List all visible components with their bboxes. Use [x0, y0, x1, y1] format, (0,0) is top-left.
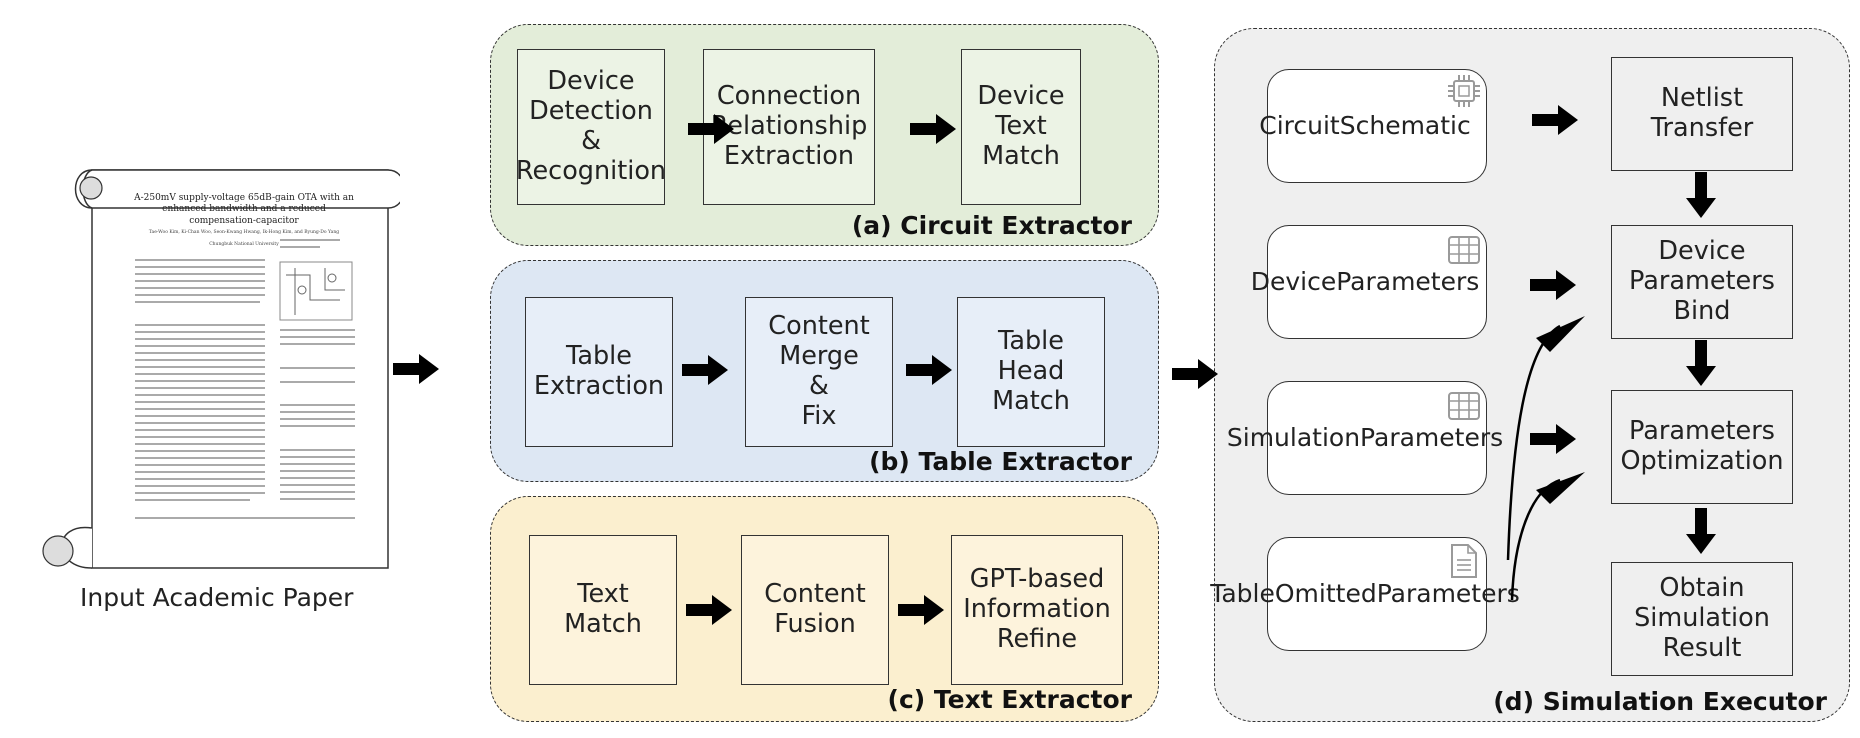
step-line: Extraction [533, 371, 665, 401]
input-line: Parameters [1336, 267, 1480, 296]
step-line: Match [564, 609, 642, 639]
input-line: Circuit [1259, 111, 1340, 140]
step-line: Transfer [1650, 113, 1754, 143]
step-line: Device [1658, 236, 1746, 267]
panel-title: (b) Table Extractor [869, 447, 1132, 476]
paper-scroll: A-250mV supply-voltage 65dB-gain OTA wit… [40, 150, 406, 570]
step-line: Table [998, 326, 1064, 357]
paper-authors: Tae-Woo Kim, Ki-Chan Woo, Seon-Kwang Hwa… [148, 230, 340, 235]
panel-title: (a) Circuit Extractor [851, 211, 1132, 240]
panel-title: (c) Text Extractor [887, 685, 1132, 714]
step-line: Parameters [1629, 416, 1775, 447]
step-line: Result [1662, 632, 1742, 663]
step-line: & [809, 371, 829, 401]
step-line: Table [566, 341, 632, 372]
step-line: Content [764, 579, 866, 610]
input-device-parameters: DeviceParameters [1251, 225, 1487, 339]
step-line: Head [997, 356, 1065, 387]
step-line: Text [577, 579, 629, 610]
input-circuit-schematic: CircuitSchematic [1259, 69, 1487, 183]
step-line: Simulation [1634, 603, 1770, 634]
input-line: Table [1210, 579, 1275, 608]
chip-icon [1448, 75, 1480, 107]
document-icon [1451, 544, 1477, 578]
step-line: Information [963, 594, 1111, 625]
input-line: Parameters [1360, 423, 1504, 452]
paper-affiliation: Chungbuk National University [209, 242, 279, 247]
table-icon [1448, 236, 1480, 264]
arrow-right [1172, 359, 1218, 389]
step-line: Refine [996, 623, 1078, 654]
step-line: Device [977, 81, 1065, 112]
step-line: Detection [529, 96, 653, 127]
step-line: Obtain [1659, 573, 1745, 604]
step-line: Content [768, 311, 870, 342]
input-line: Device [1250, 267, 1337, 296]
step-line: Match [992, 385, 1070, 416]
step-line: GPT-based [969, 564, 1105, 595]
step-line: Relationship [710, 111, 868, 142]
step-line: Match [982, 140, 1060, 171]
input-table-omitted-parameters: TableOmittedParameters [1210, 537, 1520, 651]
step-line: Merge [779, 341, 859, 372]
step-line: Parameters [1629, 266, 1775, 297]
panel-title: (d) Simulation Executor [1493, 687, 1827, 716]
table-icon [1448, 392, 1480, 420]
panel-simulation-executor: CircuitSchematic DeviceParameters Simula… [1210, 28, 1850, 722]
step-line: Recognition [515, 155, 667, 186]
input-simulation-parameters: SimulationParameters [1227, 381, 1503, 495]
step-line: Fusion [774, 609, 856, 639]
step-line: & [581, 126, 601, 156]
step-line: Extraction [723, 140, 855, 171]
input-line: Parameters [1376, 579, 1520, 608]
paper-document-title: A-250mV supply-voltage 65dB-gain OTA wit… [134, 193, 354, 226]
input-line: Simulation [1226, 423, 1361, 452]
paper-caption: Input Academic Paper [80, 583, 354, 612]
step-line: Bind [1673, 295, 1731, 326]
step-line: Text [995, 111, 1047, 142]
step-line: Connection [716, 81, 862, 112]
step-line: Device [547, 66, 635, 97]
step-line: Optimization [1620, 446, 1784, 476]
scroll-icon [42, 169, 406, 569]
input-line: Schematic [1339, 111, 1471, 140]
input-line: Omitted [1274, 579, 1377, 608]
step-line: Netlist [1660, 83, 1744, 114]
step-line: Fix [801, 400, 837, 431]
